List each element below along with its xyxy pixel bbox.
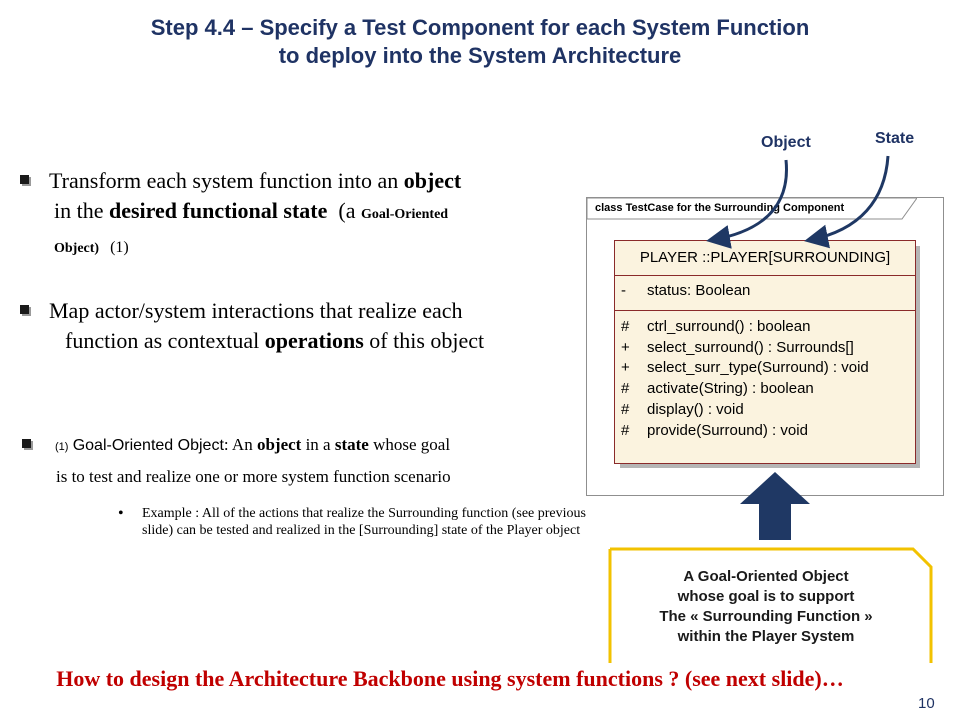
bullet1-text-g: Object) — [54, 241, 100, 256]
closing-question: How to design the Architecture Backbone … — [56, 666, 844, 691]
page-number: 10 — [918, 695, 935, 712]
operation-text: ctrl_surround() : boolean — [647, 318, 811, 335]
bullet-transform-function: Transform each system function into an o… — [20, 166, 580, 264]
bullet2-text-b: function as contextual — [65, 328, 265, 353]
attribute-visibility: - — [621, 282, 626, 299]
goal-oriented-callout: A Goal-Oriented Object whose goal is to … — [608, 547, 933, 665]
callout-line2: whose goal is to support — [677, 588, 855, 605]
callout-line3: The « Surrounding Function » — [659, 608, 873, 625]
bullet2-text-d: of this object — [363, 328, 485, 353]
operation-item: + select_surround() : Surrounds[] — [615, 338, 915, 359]
operation-visibility: # — [621, 400, 630, 418]
bullet2-text-a: Map actor/system interactions that reali… — [49, 298, 463, 323]
square-bullet-icon — [20, 305, 29, 315]
bullet1-text-b: object — [403, 168, 462, 193]
bullet2-text-c: operations — [264, 328, 364, 353]
bullet1-text-d: desired functional state — [109, 198, 328, 223]
operation-item: + select_surr_type(Surround) : void — [615, 358, 915, 379]
footnote-ref: (1) — [55, 441, 69, 453]
slide-title-line2: to deploy into the System Architecture — [278, 43, 682, 68]
operation-visibility: + — [621, 338, 630, 356]
callout-shape — [608, 547, 933, 663]
bullet-definition: (1) Goal-Oriented Object: An object in a… — [20, 430, 590, 492]
operation-item: # ctrl_surround() : boolean — [615, 317, 915, 338]
frame-tab: class TestCase for the Surrounding Compo… — [587, 198, 917, 220]
class-operations: # ctrl_surround() : boolean + select_surro… — [615, 311, 915, 441]
label-state: State — [875, 130, 915, 147]
round-bullet-icon: • — [118, 505, 124, 522]
example-body: Example : All of the actions that realiz… — [142, 506, 586, 538]
bullet-map-interactions: Map actor/system interactions that reali… — [20, 296, 590, 356]
bullet1-text-f: Goal-Oriented — [360, 207, 449, 222]
frame-label: class TestCase for the Surrounding Compo… — [595, 202, 845, 214]
bullet3-text-d: state — [334, 435, 369, 454]
bullet1-text-h: (1) — [110, 239, 129, 256]
bullet3-text-e: whose goal — [368, 435, 451, 454]
bullet3-text-b: object — [256, 435, 302, 454]
class-attribute: - status: Boolean — [615, 276, 915, 311]
operation-text: display() : void — [647, 400, 744, 418]
definition-term: Goal-Oriented Object — [72, 437, 224, 454]
operation-visibility: # — [621, 318, 630, 335]
attribute-text: status: Boolean — [647, 282, 751, 299]
operation-visibility: # — [621, 421, 630, 439]
operation-text: provide(Surround) : void — [647, 421, 808, 439]
bullet1-text-a: Transform each system function into an — [49, 168, 404, 193]
operation-item: # display() : void — [615, 400, 915, 421]
square-bullet-icon — [22, 438, 31, 448]
bullet1-text-e: (a — [338, 198, 361, 223]
uml-class-player[interactable]: PLAYER ::PLAYER[SURROUNDING] - status: Bo… — [614, 240, 916, 464]
operation-text: select_surr_type(Surround) : void — [647, 359, 869, 377]
bullet3-text-f: is to test and realize one or more syste… — [56, 467, 451, 486]
example-text: • Example : All of the actions that real… — [118, 505, 612, 539]
class-name: PLAYER ::PLAYER[SURROUNDING] — [615, 241, 915, 276]
operation-item: # activate(String) : boolean — [615, 379, 915, 400]
bullet3-text-a: : An — [223, 435, 257, 454]
square-bullet-icon — [20, 175, 29, 185]
operation-item: # provide(Surround) : void — [615, 421, 915, 442]
bullet1-text-c: in the — [54, 198, 109, 223]
callout-line4: within the Player System — [677, 628, 855, 645]
operation-text: activate(String) : boolean — [647, 380, 814, 398]
operation-visibility: # — [621, 380, 630, 398]
callout-line1: A Goal-Oriented Object — [683, 568, 849, 585]
callout-text: A Goal-Oriented Object whose goal is to … — [608, 567, 924, 647]
operation-visibility: + — [621, 359, 630, 377]
label-object: Object — [761, 134, 811, 151]
bullet3-text-c: in a — [301, 435, 335, 454]
slide-title: Step 4.4 – Specify a Test Component for … — [0, 14, 960, 70]
up-arrow-icon — [740, 472, 810, 540]
slide-title-line1: Step 4.4 – Specify a Test Component for … — [150, 15, 810, 40]
operation-text: select_surround() : Surrounds[] — [647, 338, 854, 356]
